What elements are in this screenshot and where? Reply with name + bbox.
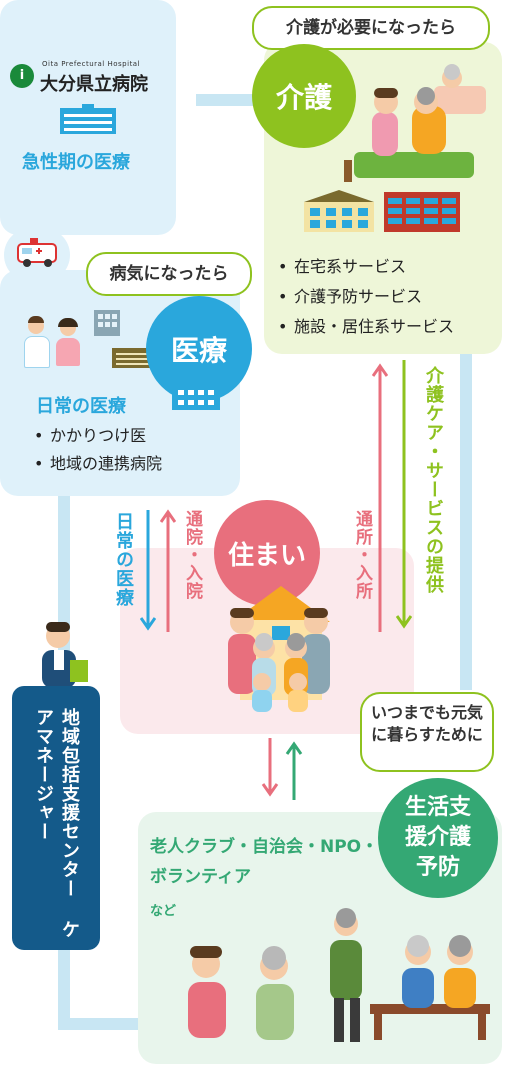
care-manager-label: 地域包括支援センター ケアマネージャー bbox=[33, 708, 80, 939]
hospital-logo: i bbox=[10, 64, 34, 88]
clinic-building-icon bbox=[94, 310, 120, 336]
connector-bottom bbox=[58, 1018, 148, 1030]
home-circle: 住まい bbox=[214, 500, 320, 606]
support-circle: 生活支援介護予防 bbox=[378, 778, 498, 898]
care-illustration bbox=[344, 64, 486, 182]
hospital-building-icon bbox=[60, 104, 116, 134]
hospital-name: 大分県立病院 bbox=[40, 74, 148, 95]
care-service-arrow bbox=[396, 360, 412, 629]
family-illustration bbox=[228, 586, 330, 712]
care-service-item: 介護予防サービス bbox=[278, 282, 454, 312]
care-services-list: 在宅系サービス 介護予防サービス 施設・居住系サービス bbox=[278, 252, 454, 342]
medical-building-icon bbox=[172, 378, 220, 410]
local-hospital-icon bbox=[112, 348, 154, 368]
nurse-illustration bbox=[56, 318, 80, 368]
facility-visit-arrow-label: 通所・入所 bbox=[352, 510, 372, 600]
care-facility-icon-2 bbox=[384, 192, 460, 232]
hospital-name-en: Oita Prefectural Hospital bbox=[42, 60, 141, 68]
home-support-arrows bbox=[261, 738, 303, 800]
hospital-panel: i Oita Prefectural Hospital 大分県立病院 急性期の医… bbox=[0, 0, 176, 235]
hospital-visit-arrow bbox=[160, 509, 176, 632]
support-bubble: いつまでも元気に暮らすために bbox=[360, 692, 494, 772]
ambulance-icon bbox=[17, 238, 57, 267]
hospital-visit-arrow-label: 通院・入院 bbox=[182, 510, 202, 600]
care-service-arrow-label: 介護ケア・サービスの提供 bbox=[423, 366, 444, 594]
care-bubble: 介護が必要になったら bbox=[252, 6, 490, 50]
daily-care-arrow-label: 日常の医療 bbox=[113, 512, 134, 607]
support-etc-text: など bbox=[150, 904, 177, 919]
care-service-item: 施設・居住系サービス bbox=[278, 312, 454, 342]
doctor-illustration bbox=[24, 316, 50, 368]
medical-item: 地域の連携病院 bbox=[34, 450, 162, 478]
care-circle: 介護 bbox=[252, 44, 356, 148]
facility-visit-arrow bbox=[372, 363, 388, 632]
daily-care-title: 日常の医療 bbox=[36, 396, 126, 417]
support-groups-text: 老人クラブ・自治会・NPO・ボランティア bbox=[150, 837, 379, 887]
daily-care-arrow bbox=[140, 510, 156, 631]
care-service-item: 在宅系サービス bbox=[278, 252, 454, 282]
community-illustration bbox=[188, 908, 490, 1042]
medical-items-list: かかりつけ医 地域の連携病院 bbox=[34, 422, 162, 478]
connector-right bbox=[460, 330, 472, 690]
care-manager-panel bbox=[12, 686, 100, 950]
connector-top bbox=[196, 94, 268, 106]
care-manager-person bbox=[42, 622, 88, 688]
acute-care-label: 急性期の医療 bbox=[22, 152, 130, 173]
medical-bubble: 病気になったら bbox=[86, 252, 252, 296]
care-facility-icon-1 bbox=[304, 190, 374, 232]
medical-item: かかりつけ医 bbox=[34, 422, 162, 450]
